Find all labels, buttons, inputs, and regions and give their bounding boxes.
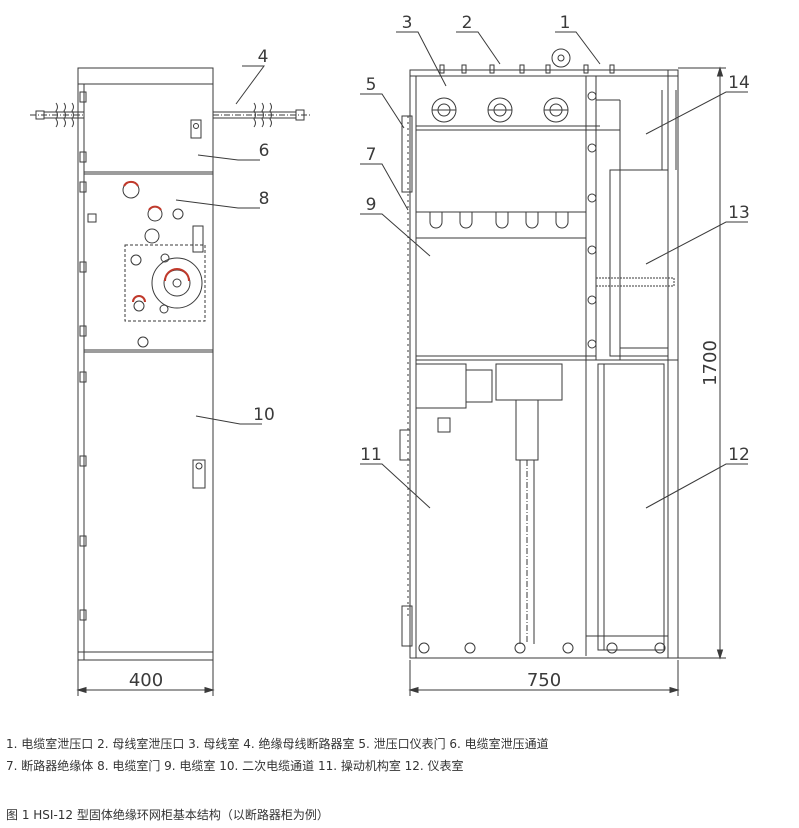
side-view-outline [409, 69, 679, 659]
breaker-contacts [429, 212, 569, 229]
front-width-label: 400 [129, 670, 163, 691]
side-width-dimension: 750 [408, 660, 680, 696]
cable-connector [515, 399, 539, 461]
cabinet-drawing: 400 [30, 13, 750, 696]
knob-icon [144, 228, 160, 244]
callout-3: 3 [402, 13, 413, 33]
operating-panel [87, 180, 206, 348]
front-view [30, 67, 312, 661]
callout-8: 8 [259, 189, 270, 209]
figure-title: 图 1 HSI-12 型固体绝缘环网柜基本结构（以断路器柜为例） [6, 808, 329, 822]
terminal-strip [595, 277, 675, 287]
partition-bolts [587, 91, 597, 349]
right-bushing [213, 102, 312, 128]
callout-12: 12 [728, 445, 750, 465]
callout-10: 10 [253, 405, 275, 425]
cable-terminal [415, 363, 467, 409]
instrument-room [597, 363, 665, 651]
height-dimension: 1700 [678, 66, 726, 660]
callout-7: 7 [366, 145, 377, 165]
left-bushing [30, 102, 84, 128]
secondary-cable-channel [609, 169, 669, 357]
front-view-outline [77, 67, 214, 661]
callout-2: 2 [462, 13, 473, 33]
side-width-label: 750 [527, 670, 561, 691]
top-bolts [439, 64, 615, 74]
callout-6: 6 [259, 141, 270, 161]
selector-dial-icon [151, 257, 203, 309]
middle-door [83, 173, 214, 351]
callout-5: 5 [366, 75, 377, 95]
side-section-view [399, 48, 679, 659]
mimic-panel [124, 244, 206, 322]
legend-line-2: 7. 断路器绝缘体 8. 电缆室门 9. 电缆室 10. 二次电缆通道 11. … [6, 759, 464, 773]
callout-1: 1 [560, 13, 571, 33]
callout-9: 9 [366, 195, 377, 215]
callout-11: 11 [360, 445, 382, 465]
hinges [79, 91, 87, 621]
door-lock-lower-icon [192, 459, 206, 489]
relief-door [401, 115, 413, 193]
callout-numbers: 1 2 3 4 5 6 7 8 9 10 11 12 13 14 [253, 13, 750, 465]
callout-leaders [175, 31, 748, 509]
lower-door [83, 351, 214, 653]
door-lock-top-icon [190, 119, 202, 139]
busbar-insulators [431, 97, 569, 123]
busbar-chamber [415, 75, 587, 127]
bottom-bolts [418, 642, 666, 654]
vent-icon [551, 48, 571, 68]
callout-14: 14 [728, 73, 750, 93]
callout-13: 13 [728, 203, 750, 223]
height-label: 1700 [700, 340, 721, 386]
top-door [83, 83, 214, 173]
panel-handle-icon [192, 225, 204, 253]
callout-4: 4 [258, 47, 269, 67]
legend-line-1: 1. 电缆室泄压口 2. 母线室泄压口 3. 母线室 4. 绝缘母线断路器室 5… [6, 737, 549, 751]
top-cap [77, 67, 214, 85]
front-width-dimension: 400 [76, 660, 215, 696]
